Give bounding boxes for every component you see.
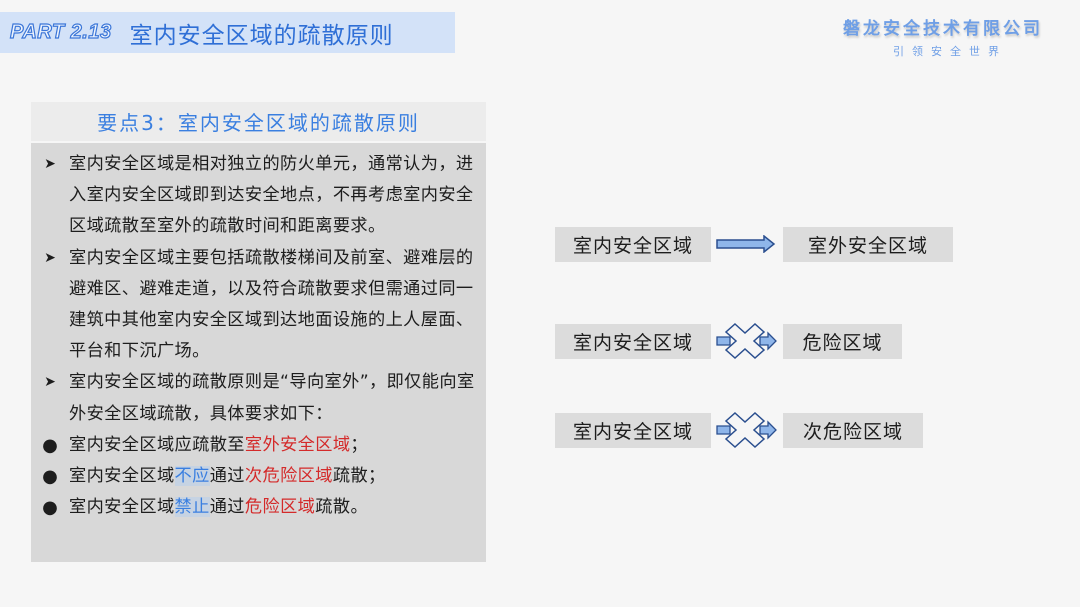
brand-slogan: 引领安全世界 bbox=[893, 45, 1007, 58]
dot-bullet-icon: ● bbox=[42, 497, 58, 519]
zone-box-to: 危险区域 bbox=[783, 324, 902, 359]
panel-heading: 要点3：室内安全区域的疏散原则 bbox=[31, 102, 486, 141]
arrow-bullet-icon: ➤ bbox=[44, 156, 56, 172]
arrow-bullet-icon: ➤ bbox=[44, 374, 56, 391]
highlight-blue: 禁止 bbox=[174, 497, 210, 518]
page-title: 室内安全区域的疏散原则 bbox=[129, 22, 394, 49]
zone-box-from: 室内安全区域 bbox=[555, 413, 711, 448]
right-arrow-icon bbox=[716, 235, 776, 253]
dot-bullet-icon: ● bbox=[42, 434, 58, 456]
dot-bullet-icon: ● bbox=[42, 466, 58, 488]
title-bar: PART 2.13 室内安全区域的疏散原则 bbox=[0, 12, 455, 53]
highlight-red: 次危险区域 bbox=[244, 466, 333, 487]
list-item: ➤ 室内安全区域的疏散原则是“导向室外”，即仅能向室外安全区域疏散，具体要求如下… bbox=[31, 367, 486, 429]
list-item: ➤ 室内安全区域主要包括疏散楼梯间及前室、避难层的避难区、避难走道，以及符合疏散… bbox=[31, 243, 486, 368]
zone-box-to: 次危险区域 bbox=[783, 413, 923, 448]
panel-heading-text: 要点3：室内安全区域的疏散原则 bbox=[97, 111, 420, 135]
highlight-red: 危险区域 bbox=[244, 497, 316, 518]
forbidden-cross-arrow-icon bbox=[716, 411, 777, 449]
rule-item: ● 室内安全区域禁止通过危险区域疏散。 bbox=[31, 492, 486, 523]
highlight-red: 室外安全区域 bbox=[244, 434, 351, 455]
rule-item: ● 室内安全区域应疏散至室外安全区域； bbox=[31, 430, 486, 461]
highlight-blue: 不应 bbox=[174, 466, 210, 487]
zone-box-to: 室外安全区域 bbox=[783, 227, 953, 262]
zone-box-from: 室内安全区域 bbox=[555, 227, 711, 262]
part-label: PART 2.13 bbox=[9, 20, 112, 43]
panel-body: ➤ 室内安全区域是相对独立的防火单元，通常认为，进入室内安全区域即到达安全地点，… bbox=[31, 143, 486, 562]
list-item: ➤ 室内安全区域是相对独立的防火单元，通常认为，进入室内安全区域即到达安全地点，… bbox=[31, 149, 486, 243]
forbidden-cross-arrow-icon bbox=[716, 322, 777, 360]
arrow-bullet-icon: ➤ bbox=[44, 249, 56, 266]
rule-item: ● 室内安全区域不应通过次危险区域疏散； bbox=[31, 461, 486, 492]
brand-logo: 磐龙安全技术有限公司 引领安全世界 bbox=[828, 14, 1058, 59]
zone-box-from: 室内安全区域 bbox=[555, 324, 711, 359]
brand-name: 磐龙安全技术有限公司 bbox=[843, 19, 1043, 39]
